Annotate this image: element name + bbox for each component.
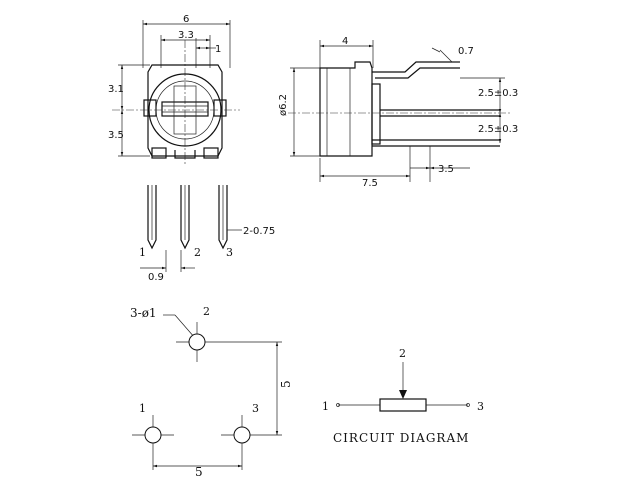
circuit-label-1: 1 — [322, 400, 329, 413]
resistor-symbol — [379, 398, 427, 412]
front-upper-height-dim: 3.1 — [108, 84, 124, 95]
side-depth-dim: 4 — [342, 36, 348, 47]
front-view: 6 3.3 1 3.1 3.5 — [108, 14, 240, 165]
pin-detail-view: 1 2 3 2-0.75 0.9 — [139, 185, 275, 283]
side-lead-length-dim: 3.5 — [438, 164, 454, 175]
pin-spacing-dim: 0.9 — [148, 272, 164, 283]
pad-3 — [233, 426, 251, 444]
side-pitch-upper-dim: 2.5±0.3 — [478, 88, 518, 99]
pcb-footprint: 3-ø1 2 1 3 5 5 — [130, 305, 293, 479]
pin-detail-label-1: 1 — [139, 246, 146, 259]
side-view: 4 ø6.2 0.7 2.5±0.3 2.5±0.3 7.5 — [278, 36, 518, 189]
side-pitch-lower-dim: 2.5±0.3 — [478, 124, 518, 135]
pin-detail-label-3: 3 — [226, 246, 233, 259]
hole-spec-label: 3-ø1 — [130, 306, 157, 320]
front-lower-height-dim: 3.5 — [108, 130, 124, 141]
footprint-vertical-dim: 5 — [279, 380, 293, 388]
pad-1 — [144, 426, 162, 444]
footprint-pin-label-2: 2 — [203, 305, 210, 318]
front-width-dim: 6 — [183, 14, 189, 25]
circuit-caption: CIRCUIT DIAGRAM — [333, 431, 469, 445]
footprint-pin-label-1: 1 — [139, 402, 146, 415]
footprint-pin-label-3: 3 — [252, 402, 259, 415]
front-pitch-dim: 3.3 — [178, 30, 194, 41]
pad-2 — [188, 333, 206, 351]
side-diameter-dim: ø6.2 — [278, 94, 289, 116]
pin-detail-label-2: 2 — [194, 246, 201, 259]
circuit-label-2: 2 — [399, 347, 406, 360]
circuit-label-3: 3 — [477, 400, 484, 413]
front-offset-dim: 1 — [215, 44, 221, 55]
circuit-diagram: 1 2 3 CIRCUIT DIAGRAM — [322, 347, 484, 445]
side-total-length-dim: 7.5 — [362, 178, 378, 189]
footprint-horizontal-dim: 5 — [195, 465, 203, 479]
lead-width-dim: 2-0.75 — [243, 226, 275, 237]
lead-thickness-dim: 0.7 — [458, 46, 474, 57]
